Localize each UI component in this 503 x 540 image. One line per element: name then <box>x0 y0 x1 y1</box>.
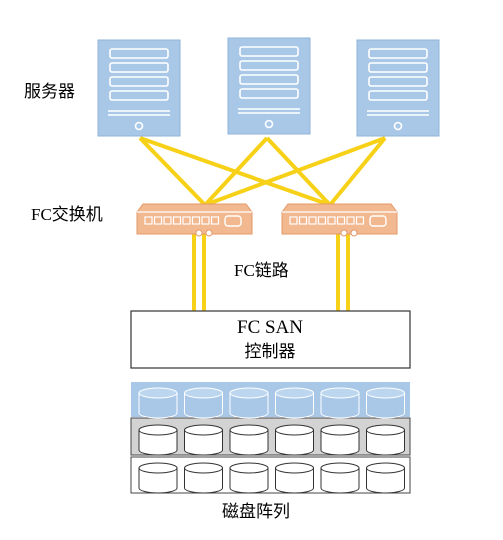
disk-cylinder-icon <box>275 424 314 456</box>
disk-cylinder-icon <box>275 387 314 419</box>
disk-cylinder-icon <box>138 387 178 419</box>
disk-cylinder-icon <box>184 424 223 456</box>
fc-san-controller-box <box>130 310 411 369</box>
controller-title: FC SAN <box>237 317 303 338</box>
network-switch-icon <box>136 203 253 237</box>
disk-cylinder-icon <box>320 387 360 419</box>
controller-subtitle: 控制器 <box>245 342 296 361</box>
disk-cylinder-icon <box>320 462 360 494</box>
fc-link-label: FC链路 <box>234 261 289 280</box>
disk-cylinder-icon <box>184 462 223 494</box>
server-icon <box>97 39 181 137</box>
server-icon <box>227 37 311 135</box>
network-switch-icon <box>281 203 398 237</box>
fc-link-lines <box>192 232 350 311</box>
disk-cylinder-icon <box>366 462 405 494</box>
switches-label: FC交换机 <box>31 205 103 224</box>
disk-cylinder-icon <box>320 424 360 456</box>
disk-cylinder-icon <box>366 387 405 419</box>
disk-cylinder-icon <box>138 462 178 494</box>
servers-label: 服务器 <box>24 82 75 101</box>
server-switch-links <box>138 136 387 207</box>
disk-cylinder-icon <box>184 387 223 419</box>
disk-cylinder-icon <box>229 387 269 419</box>
disk-cylinder-icon <box>138 424 178 456</box>
server-icon <box>356 39 440 137</box>
disk-cylinder-icon <box>229 424 269 456</box>
disk-array-label: 磁盘阵列 <box>222 502 290 521</box>
disk-set <box>138 387 405 494</box>
disk-cylinder-icon <box>275 462 314 494</box>
disk-cylinder-icon <box>366 424 405 456</box>
disk-cylinder-icon <box>229 462 269 494</box>
disk-array <box>130 382 411 494</box>
